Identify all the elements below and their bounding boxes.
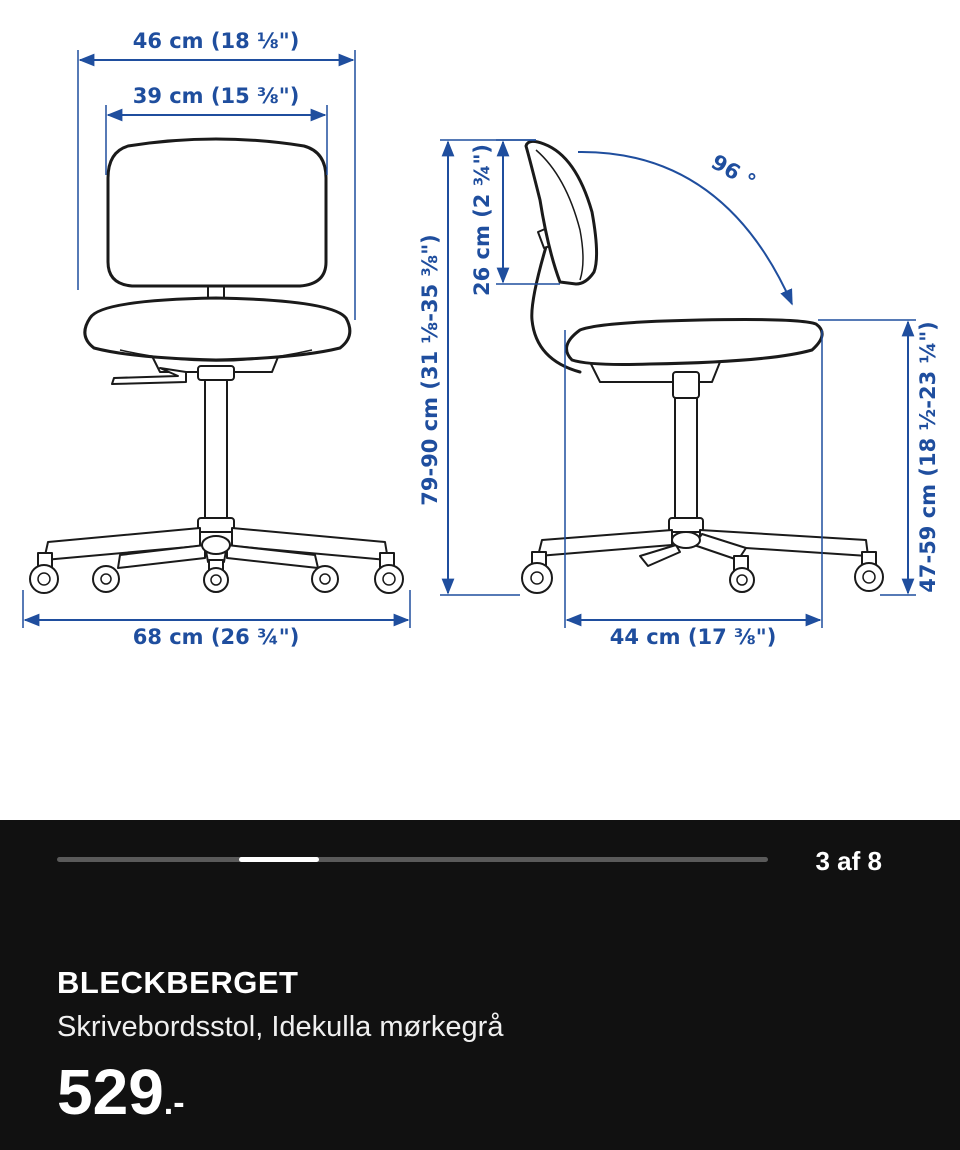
front-width-back-dimension: 39 cm (15 ⅜") xyxy=(105,84,328,175)
product-name: BLECKBERGET xyxy=(57,965,299,1000)
product-info-panel: 3 af 8 BLECKBERGET Skrivebordsstol, Idek… xyxy=(0,820,960,1150)
price-suffix: .- xyxy=(163,1084,185,1122)
front-width-back-label: 39 cm (15 ⅜") xyxy=(133,84,300,108)
seat-depth-label: 44 cm (17 ⅜") xyxy=(610,625,777,649)
side-view-chair xyxy=(521,139,884,594)
product-description: Skrivebordsstol, Idekulla mørkegrå xyxy=(57,1011,504,1043)
front-width-overall-label: 46 cm (18 ⅛") xyxy=(133,29,300,53)
recline-angle-dimension: 96 ° xyxy=(577,150,793,306)
base-width-dimension: 68 cm (26 ¾") xyxy=(22,590,411,649)
gallery-counter: 3 af 8 xyxy=(815,846,883,876)
seat-height-label: 47-59 cm (18 ½-23 ¼") xyxy=(916,321,940,593)
front-view-chair xyxy=(29,137,404,594)
price-value: 529 xyxy=(57,1056,164,1128)
base-width-label: 68 cm (26 ¾") xyxy=(133,625,300,649)
total-height-label: 79-90 cm (31 ⅛-35 ⅜") xyxy=(418,234,442,506)
gallery-progress-track[interactable] xyxy=(57,857,768,862)
total-height-dimension: 79-90 cm (31 ⅛-35 ⅜") xyxy=(418,139,536,596)
product-image-viewer[interactable]: 46 cm (18 ⅛") 39 cm (15 ⅜") 68 cm (26 ¾"… xyxy=(0,0,960,820)
product-price: 529.- xyxy=(57,1060,185,1124)
back-height-label: 26 cm (2 ¾") xyxy=(470,144,494,296)
back-height-dimension: 26 cm (2 ¾") xyxy=(470,139,560,296)
front-width-overall-dimension: 46 cm (18 ⅛") xyxy=(77,29,356,320)
seat-depth-dimension: 44 cm (17 ⅜") xyxy=(564,330,823,649)
gallery-progress-indicator xyxy=(239,857,320,862)
recline-angle-label: 96 ° xyxy=(707,150,760,194)
chair-dimension-diagram: 46 cm (18 ⅛") 39 cm (15 ⅜") 68 cm (26 ¾"… xyxy=(22,29,940,649)
seat-height-dimension: 47-59 cm (18 ½-23 ¼") xyxy=(818,319,940,596)
